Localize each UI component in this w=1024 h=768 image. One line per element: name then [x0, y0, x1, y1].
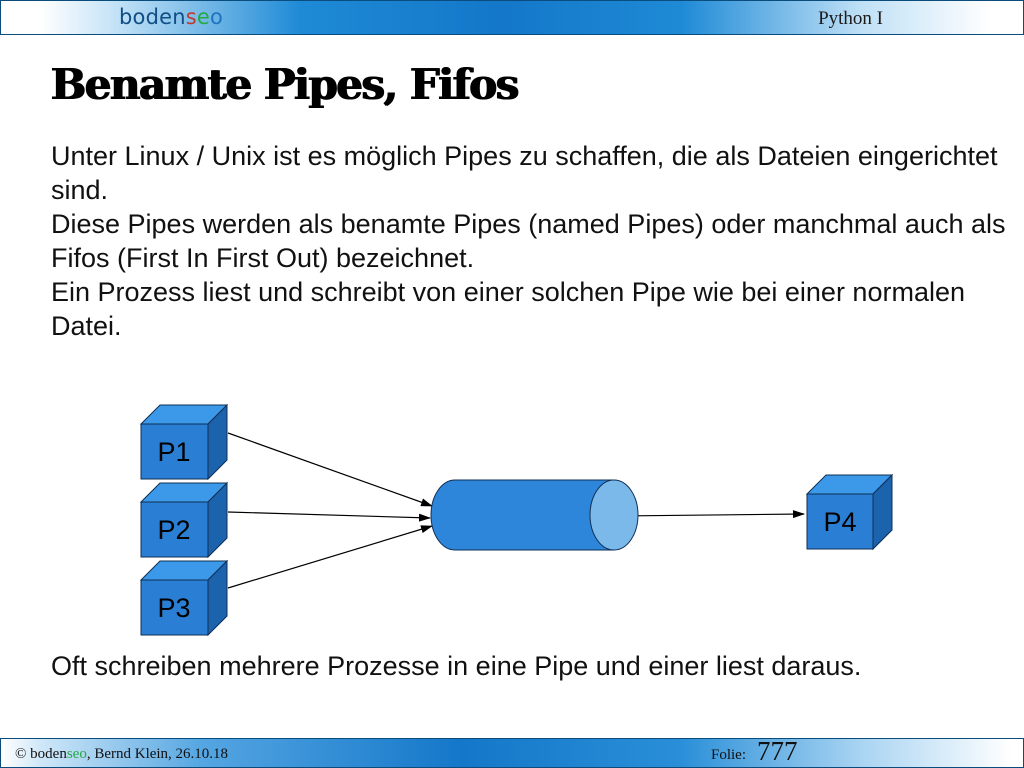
header-bar: bodenseo Python I	[0, 0, 1024, 35]
summary-text: Oft schreiben mehrere Prozesse in eine P…	[51, 651, 862, 681]
course-title: Python I	[818, 8, 883, 29]
logo-text-prefix: boden	[119, 5, 186, 29]
process-label-p4: P4	[823, 507, 856, 537]
body-paragraph: Diese Pipes werden als benamte Pipes (na…	[51, 209, 1006, 273]
footer-brand-seo: seo	[66, 746, 87, 762]
folie-label: Folie:	[711, 747, 747, 763]
process-label-p3: P3	[157, 593, 190, 623]
pipe-diagram: P1 P2 P3 P4	[139, 403, 894, 637]
logo-text-e: e	[196, 5, 211, 29]
process-box-p3: P3	[139, 559, 229, 637]
copyright-symbol: ©	[15, 746, 27, 762]
logo-text-o: o	[210, 5, 224, 29]
body-paragraph: Ein Prozess liest und schreibt von einer…	[51, 277, 965, 341]
bodenseo-logo: bodenseo	[119, 4, 223, 30]
footer-author-date: , Bernd Klein, 26.10.18	[86, 746, 229, 762]
slide-title: Benamte Pipes, Fifos	[50, 60, 519, 109]
footer-credit: © bodenseo, Bernd Klein, 26.10.18	[15, 746, 228, 763]
arrow-p1-to-pipe	[227, 432, 433, 507]
arrow-p2-to-pipe	[227, 511, 431, 522]
process-box-p1: P1	[139, 403, 229, 481]
footer-bar: © bodenseo, Bernd Klein, 26.10.18 Folie:…	[0, 736, 1024, 768]
logo-text-s: s	[185, 5, 197, 29]
arrow-p3-to-pipe	[227, 525, 433, 589]
arrow-pipe-to-p4	[617, 510, 805, 519]
process-label-p1: P1	[157, 437, 190, 467]
footer-brand-prefix: boden	[30, 746, 67, 762]
process-box-p4: P4	[805, 473, 894, 551]
process-box-p2: P2	[139, 481, 229, 559]
process-label-p2: P2	[157, 515, 190, 545]
slide-body: Unter Linux / Unix ist es möglich Pipes …	[51, 139, 1011, 343]
body-paragraph: Unter Linux / Unix ist es möglich Pipes …	[51, 141, 998, 205]
pipe-cylinder	[430, 479, 639, 551]
slide-number: 777	[757, 736, 798, 766]
